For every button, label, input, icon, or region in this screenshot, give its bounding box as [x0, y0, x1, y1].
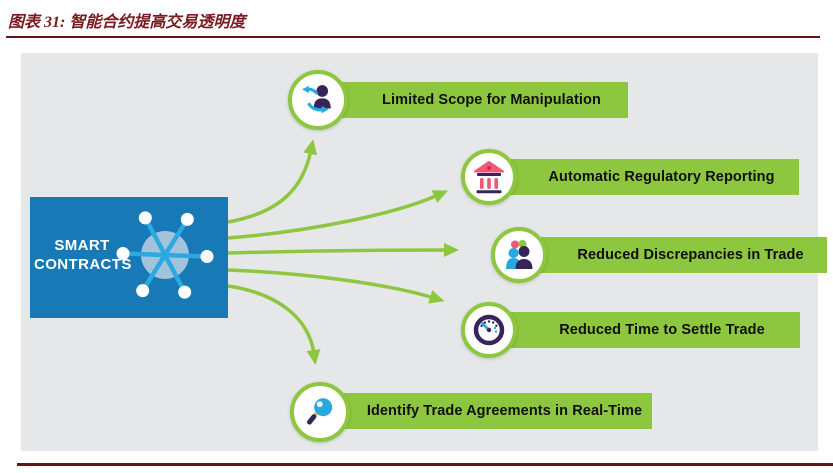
benefit-banner-2: Automatic Regulatory Reporting	[504, 159, 799, 195]
benefit-banner-1: Limited Scope for Manipulation	[333, 82, 628, 118]
benefit-icon-circle-5	[290, 382, 350, 442]
benefit-label-3: Reduced Discrepancies in Trade	[577, 247, 804, 263]
smart-contracts-box: SMART CONTRACTS	[30, 197, 228, 318]
magnifier-icon	[306, 398, 333, 425]
benefit-banner-4: Reduced Time to Settle Trade	[504, 312, 800, 348]
benefit-label-5: Identify Trade Agreements in Real-Time	[366, 403, 643, 419]
benefit-label-1: Limited Scope for Manipulation	[382, 92, 601, 108]
benefit-banner-3: Reduced Discrepancies in Trade	[534, 237, 827, 273]
smart-contracts-label: SMART CONTRACTS	[34, 236, 132, 274]
smart-contracts-label-line2: CONTRACTS	[34, 256, 132, 273]
title-rule	[6, 36, 820, 38]
swap-person-icon	[302, 85, 331, 114]
smart-contracts-label-line1: SMART	[54, 237, 110, 254]
speedometer-icon	[473, 314, 505, 346]
benefit-icon-circle-2	[461, 149, 517, 205]
benefit-icon-circle-1	[288, 70, 348, 130]
benefit-icon-circle-4	[461, 302, 517, 358]
benefit-label-4: Reduced Time to Settle Trade	[559, 322, 765, 338]
bank-icon	[474, 161, 504, 194]
figure-title: 图表 31: 智能合约提高交易透明度	[8, 14, 246, 31]
footer-rule	[17, 463, 833, 466]
network-icon	[116, 211, 214, 299]
people-icon	[506, 240, 533, 269]
benefit-label-2: Automatic Regulatory Reporting	[548, 169, 775, 185]
benefit-banner-5: Identify Trade Agreements in Real-Time	[335, 393, 652, 429]
benefit-icon-circle-3	[491, 227, 547, 283]
